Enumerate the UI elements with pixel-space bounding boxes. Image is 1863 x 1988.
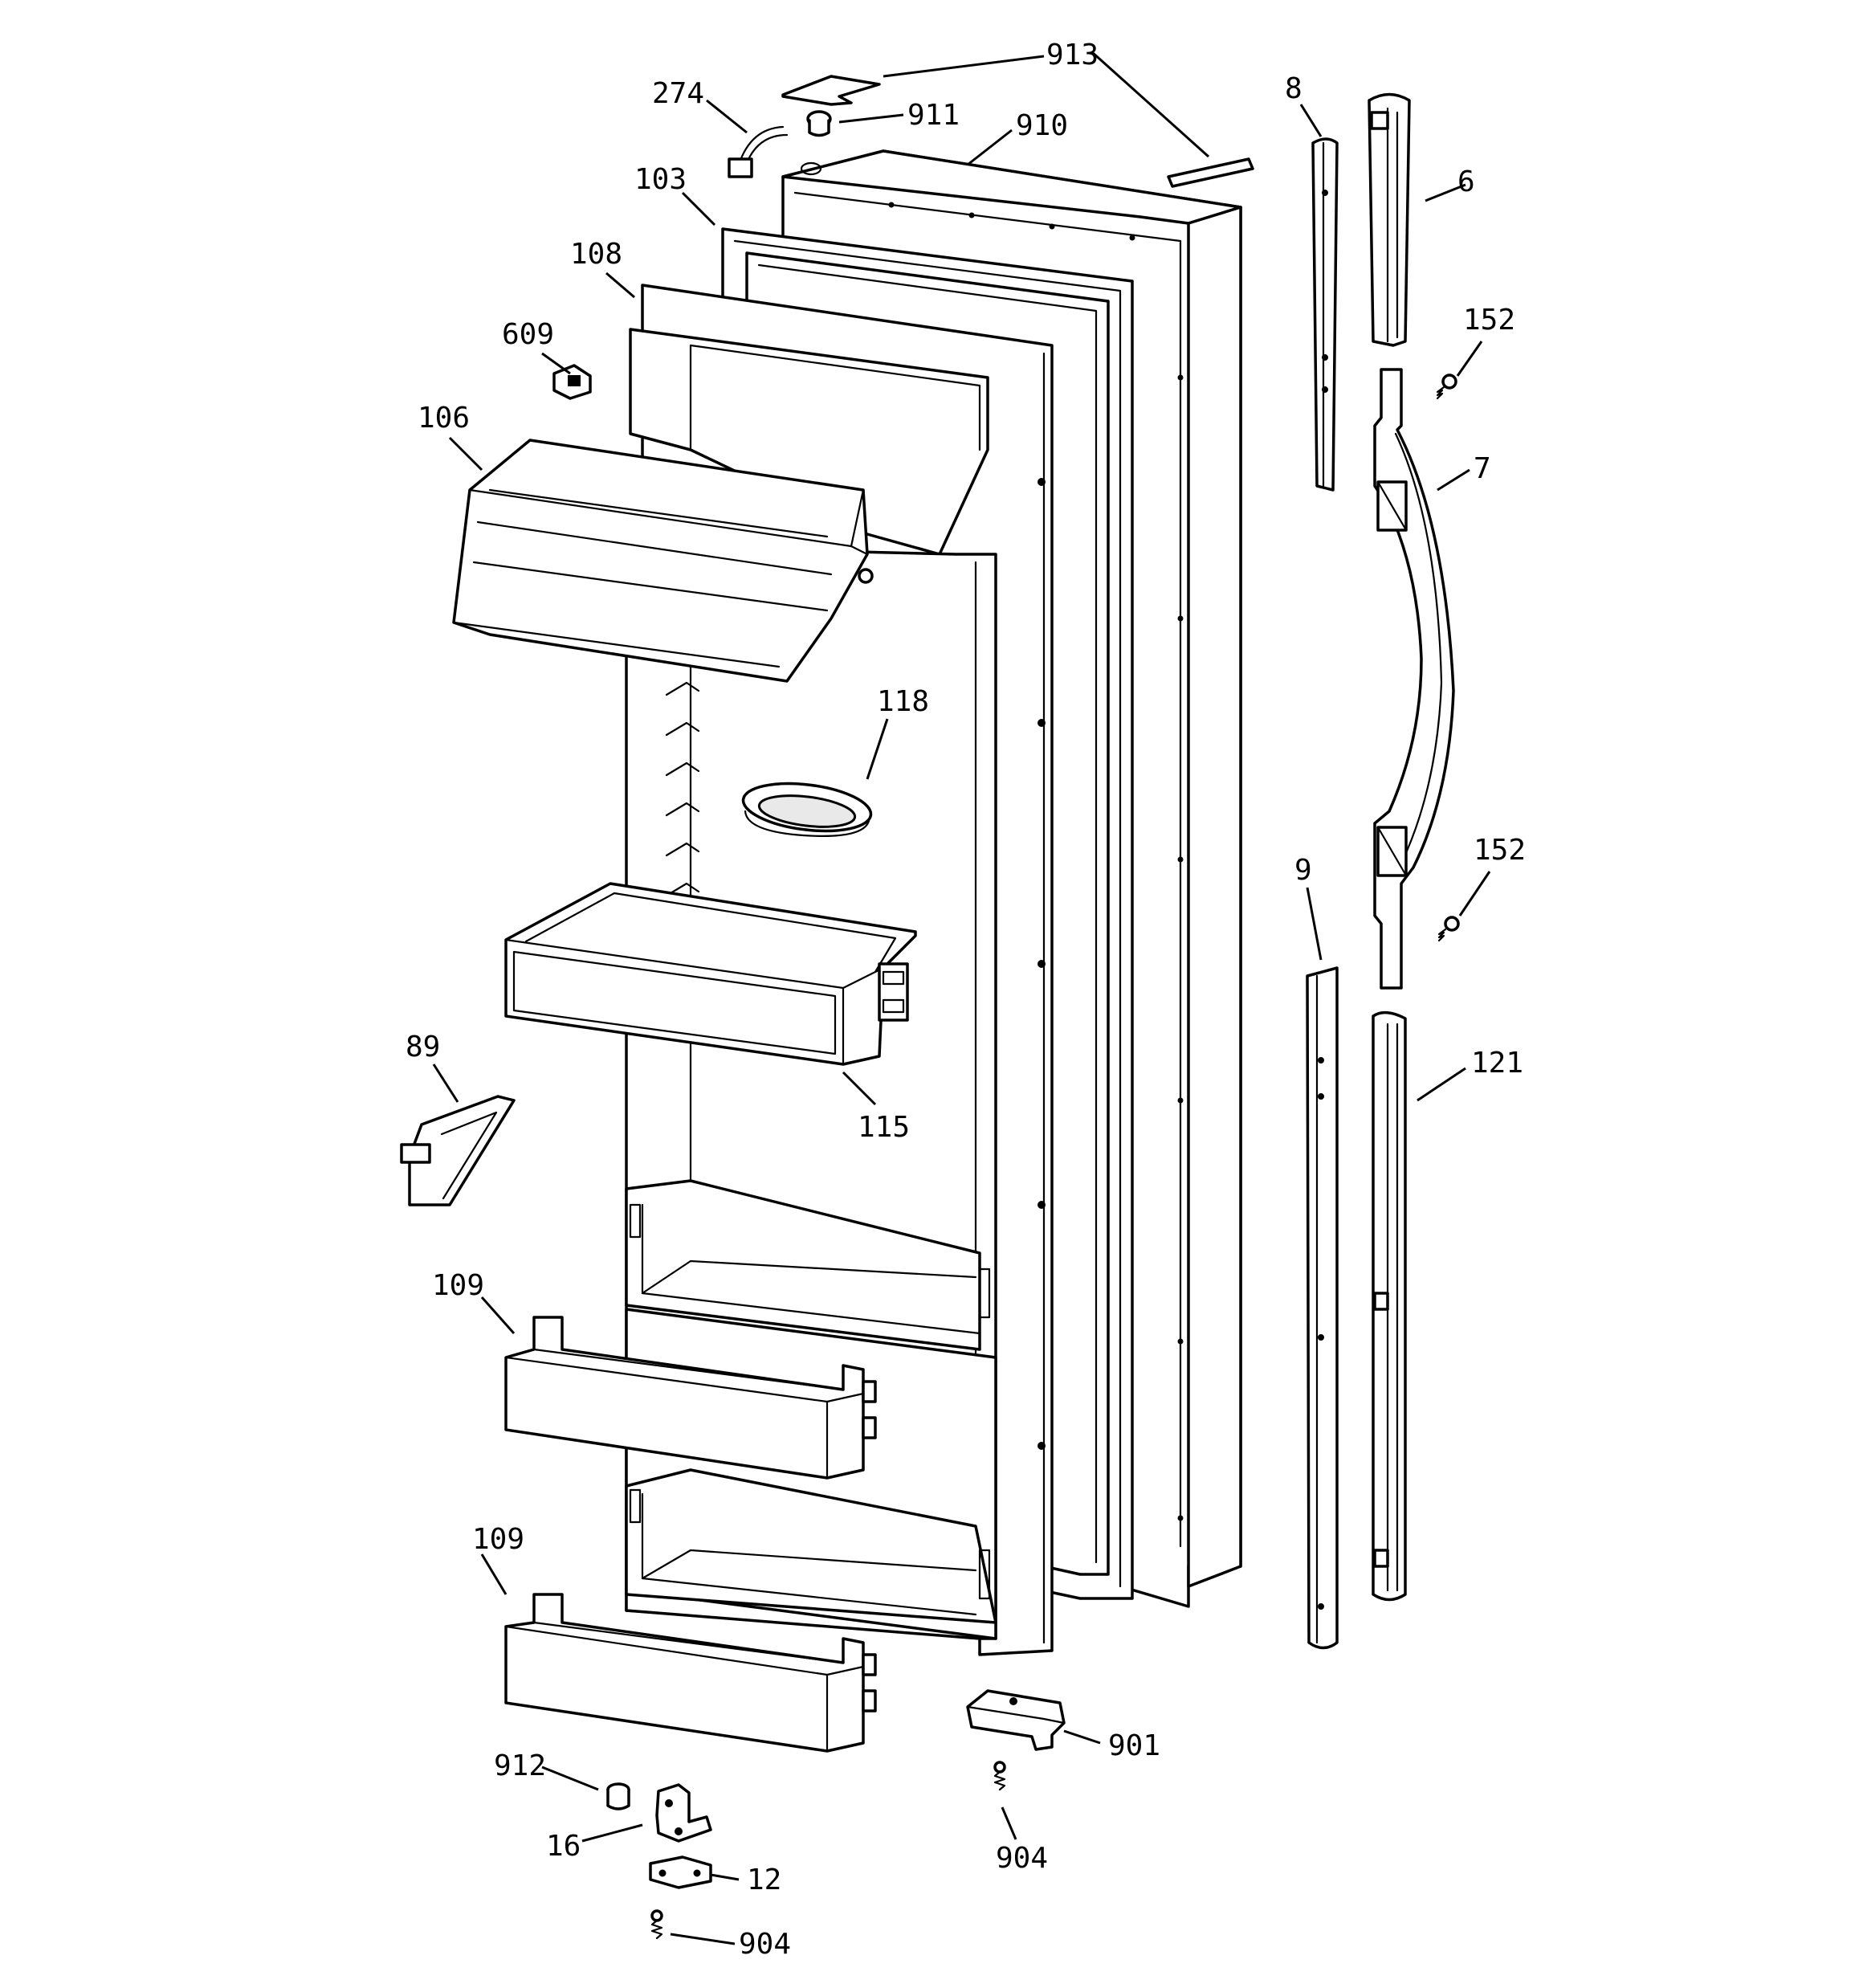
part-16-hinge xyxy=(655,1783,712,1843)
callout-901: 901 xyxy=(1108,1729,1160,1762)
part-89-cover xyxy=(400,1095,516,1206)
callout-16: 16 xyxy=(546,1830,581,1863)
part-7-door-handle xyxy=(1373,368,1455,990)
callout-912: 912 xyxy=(494,1749,546,1782)
callout-609: 609 xyxy=(502,318,554,351)
liner-edge-screws xyxy=(1037,478,1046,1450)
part-118-egg-tray xyxy=(741,782,873,837)
part-109-lower-bin xyxy=(504,1593,877,1753)
part-106-dairy-door xyxy=(452,439,874,683)
callout-labels: 913 274 911 910 8 6 103 108 152 609 106 … xyxy=(406,39,1526,1961)
callout-8: 8 xyxy=(1285,72,1302,105)
part-904-screw-right xyxy=(993,1761,1006,1791)
callout-152-bottom: 152 xyxy=(1474,834,1526,867)
part-8-upper-trim xyxy=(1311,137,1339,492)
shelf-support-tabs xyxy=(665,681,700,897)
callout-911: 911 xyxy=(907,99,960,132)
part-12-shim xyxy=(649,1855,712,1889)
callout-115: 115 xyxy=(858,1111,910,1144)
part-274-wire-harness xyxy=(728,125,789,178)
part-913-top-caps xyxy=(781,75,1254,188)
panel-screw-holes xyxy=(888,202,1184,1521)
callout-109-upper: 109 xyxy=(432,1269,484,1302)
callout-108: 108 xyxy=(570,238,622,271)
callout-89: 89 xyxy=(406,1031,440,1063)
callout-121: 121 xyxy=(1471,1047,1523,1080)
part-901-hinge-cover xyxy=(966,1689,1066,1751)
callout-118: 118 xyxy=(877,685,929,718)
callout-12: 12 xyxy=(747,1863,781,1896)
part-609-switch xyxy=(552,364,592,400)
part-152-screw-top xyxy=(1436,374,1457,400)
part-109-upper-bin xyxy=(504,1316,877,1480)
callout-910: 910 xyxy=(1016,109,1068,142)
callout-109-lower: 109 xyxy=(472,1523,524,1556)
part-912-bushing xyxy=(606,1782,630,1810)
part-904-screw-bottom xyxy=(650,1909,663,1940)
callout-106: 106 xyxy=(418,402,470,435)
callout-274: 274 xyxy=(652,77,704,110)
callout-913: 913 xyxy=(1046,39,1099,71)
part-911-bushing xyxy=(806,110,832,137)
part-9-lower-trim xyxy=(1306,966,1339,1650)
callout-7: 7 xyxy=(1474,452,1491,485)
part-6-handle-top-cap xyxy=(1368,92,1411,347)
part-121-handle-bottom-cap xyxy=(1372,1010,1407,1602)
callout-6: 6 xyxy=(1457,165,1475,198)
callout-904-bottom: 904 xyxy=(739,1928,791,1961)
callout-leader-lines xyxy=(432,51,1491,1945)
callout-152-top: 152 xyxy=(1463,304,1515,337)
part-152-screw-bottom xyxy=(1437,916,1460,942)
callout-103: 103 xyxy=(634,163,687,196)
callout-904-right: 904 xyxy=(996,1842,1048,1875)
callout-9: 9 xyxy=(1294,854,1312,887)
part-115-door-shelf-bin xyxy=(504,882,917,1066)
